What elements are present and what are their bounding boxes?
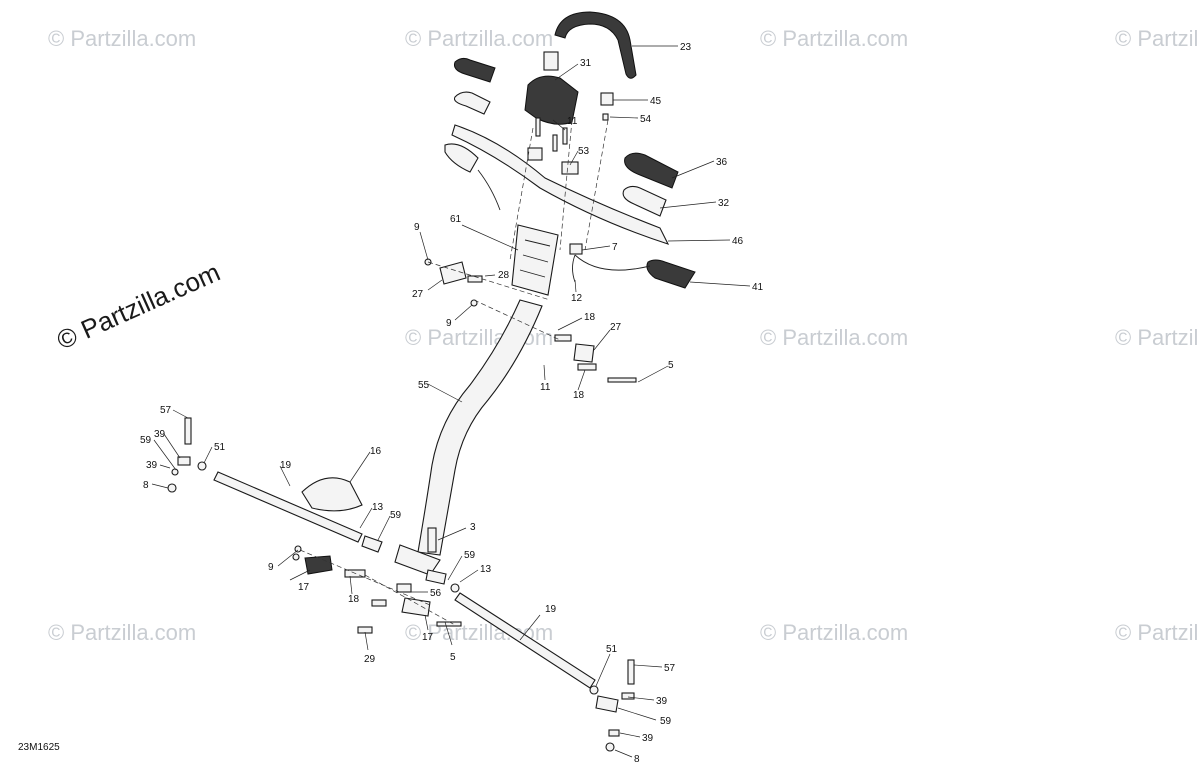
watermark-large: © Partzilla.com	[52, 257, 224, 356]
callout-7: 7	[612, 242, 618, 253]
callout-45: 45	[650, 96, 662, 107]
lower-center-hardware	[396, 569, 462, 627]
callout-55: 55	[418, 380, 430, 391]
handle-strap	[554, 11, 637, 79]
callout-11: 11	[567, 116, 578, 127]
callout-41: 41	[752, 282, 764, 293]
watermark: © Partzilla.com	[760, 325, 908, 350]
watermark: © Partzilla.com	[405, 26, 553, 51]
callout-5: 5	[450, 652, 456, 663]
callout-31: 31	[580, 58, 592, 69]
watermark: © Partzilla.com	[1115, 325, 1200, 350]
callout-61: 61	[450, 214, 462, 225]
watermark: © Partzilla.com	[760, 620, 908, 645]
callout-8: 8	[143, 480, 149, 491]
right-upper-link	[554, 334, 637, 383]
callout-9: 9	[446, 318, 452, 329]
watermark: © Partzilla.com	[760, 26, 908, 51]
callout-57: 57	[664, 663, 676, 674]
callout-19: 19	[280, 460, 292, 471]
callout-59: 59	[140, 435, 152, 446]
callout-27: 27	[610, 322, 622, 333]
diagram-code: 23M1625	[18, 742, 60, 753]
left-tie-rod	[167, 417, 383, 553]
assembly-lines	[299, 119, 609, 626]
wiring	[477, 169, 651, 283]
clamp-parts	[600, 92, 614, 121]
watermark: © Partzilla.com	[48, 26, 196, 51]
callout-5: 5	[668, 360, 674, 371]
callouts: 23 31 45 54 11 53 36 32 46 7 41 12 9 61 …	[140, 42, 764, 765]
watermark: © Partzilla.com	[48, 620, 196, 645]
bolts	[535, 117, 568, 152]
callout-51: 51	[606, 644, 618, 655]
callout-51: 51	[214, 442, 226, 453]
callout-27: 27	[412, 289, 424, 300]
callout-11: 11	[540, 382, 551, 393]
callout-36: 36	[716, 157, 728, 168]
throttle-lever	[646, 259, 696, 289]
callout-19: 19	[545, 604, 557, 615]
callout-9: 9	[414, 222, 420, 233]
steering-bracket	[511, 224, 559, 296]
callout-13: 13	[372, 502, 384, 513]
left-grip	[453, 57, 496, 115]
right-grip	[622, 152, 679, 217]
callout-39: 39	[642, 733, 654, 744]
callout-17: 17	[422, 632, 434, 643]
protector-plate	[301, 477, 363, 512]
callout-23: 23	[680, 42, 692, 53]
hardware-clip	[569, 243, 583, 255]
callout-13: 13	[480, 564, 492, 575]
callout-59: 59	[390, 510, 402, 521]
watermark: © Partzilla.com	[1115, 26, 1200, 51]
callout-28: 28	[498, 270, 510, 281]
callout-59: 59	[660, 716, 672, 727]
column-bolt	[427, 527, 437, 553]
callout-32: 32	[718, 198, 730, 209]
callout-18: 18	[584, 312, 596, 323]
handlebar-clamp	[527, 147, 579, 175]
callout-8: 8	[634, 754, 640, 765]
callout-39: 39	[154, 429, 166, 440]
callout-59: 59	[464, 550, 476, 561]
callout-56: 56	[430, 588, 442, 599]
callout-46: 46	[732, 236, 744, 247]
callout-54: 54	[640, 114, 652, 125]
callout-57: 57	[160, 405, 172, 416]
left-upper-link	[424, 258, 483, 307]
handlebar	[444, 124, 670, 245]
leader-lines	[151, 45, 751, 758]
callout-39: 39	[656, 696, 668, 707]
callout-18: 18	[348, 594, 360, 605]
callout-53: 53	[578, 146, 590, 157]
watermarks: © Partzilla.com © Partzilla.com © Partzi…	[48, 26, 1200, 645]
callout-9: 9	[268, 562, 274, 573]
callout-3: 3	[470, 522, 476, 533]
callout-16: 16	[370, 446, 382, 457]
callout-17: 17	[298, 582, 310, 593]
right-tie-rod	[454, 592, 635, 752]
handlebar-pad	[524, 51, 579, 125]
watermark: © Partzilla.com	[1115, 620, 1200, 645]
callout-18: 18	[573, 390, 585, 401]
callout-29: 29	[364, 654, 376, 665]
callout-12: 12	[571, 293, 583, 304]
callout-39: 39	[146, 460, 158, 471]
